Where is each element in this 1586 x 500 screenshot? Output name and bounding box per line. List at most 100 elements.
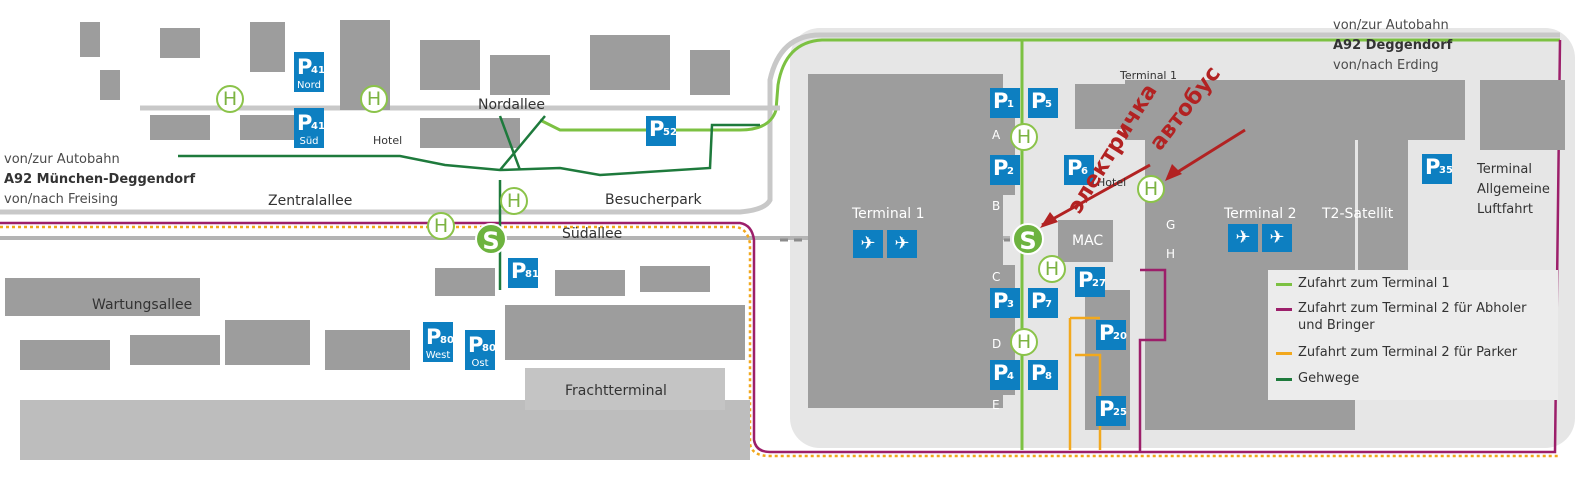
- building-wartung-5: [325, 330, 410, 370]
- parking-letter: P: [1099, 397, 1115, 421]
- building-north-2: [100, 70, 120, 100]
- parking-number: 2: [1007, 166, 1014, 177]
- parking-letter: P: [1031, 289, 1047, 313]
- bus-stop-icon: H: [1010, 328, 1038, 356]
- building-zentral-1: [150, 115, 210, 140]
- parking-letter: P: [1099, 321, 1115, 345]
- hotel-north-label: Hotel: [373, 134, 403, 147]
- terminal2-main-hall: [1125, 80, 1465, 140]
- legend-swatch-terminal1: [1276, 283, 1292, 286]
- autobahn-right-label-1: von/zur Autobahn: [1333, 18, 1449, 33]
- parking-letter: P: [993, 89, 1009, 113]
- legend-item-terminal2-parker: Zufahrt zum Terminal 2 für Parker: [1298, 345, 1518, 360]
- walkway-north: [178, 123, 760, 177]
- terminal-allgemeine-building: [1480, 80, 1565, 150]
- parking-letter: P: [297, 111, 313, 135]
- access-road-terminal1: [539, 38, 1560, 132]
- dropoff-terminal2-branch: [1138, 268, 1167, 452]
- nordallee-label: Nordallee: [478, 97, 546, 113]
- parking-p80-west: P 80 West: [423, 322, 454, 362]
- building-north-4: [250, 22, 285, 72]
- mac-building: [1058, 220, 1113, 262]
- bus-stop-icon: H: [500, 187, 528, 215]
- concourse-g: G: [1166, 218, 1176, 232]
- parking-number: 41: [311, 65, 325, 76]
- map-legend: Zufahrt zum Terminal 1 Zufahrt zum Termi…: [1268, 270, 1558, 400]
- building-north-3: [160, 28, 200, 58]
- terminal2-label: Terminal 2: [1224, 206, 1297, 222]
- legend-swatch-walkways: [1276, 378, 1292, 381]
- dropoff-route-terminal2: [0, 39, 1562, 454]
- terminal-allgemeine-label-2: Allgemeine: [1477, 182, 1550, 197]
- mac-label: MAC: [1072, 233, 1104, 249]
- parking-p3: P 3: [990, 288, 1020, 318]
- zentralallee-label: Zentralallee: [268, 193, 353, 209]
- wartungsallee-label: Wartungsallee: [92, 297, 193, 313]
- parking-letter: P: [1031, 89, 1047, 113]
- sbahn-icon: S: [1012, 223, 1044, 255]
- bus-stop-icon: H: [360, 85, 388, 113]
- parking-number: 6: [1081, 166, 1088, 177]
- concourse-e: E: [992, 398, 1000, 412]
- parking-p7: P 7: [1028, 288, 1058, 318]
- concourse-b: B: [992, 199, 1001, 213]
- legend-swatch-terminal2-dropoff: [1276, 308, 1292, 311]
- parking-sub: Süd: [299, 136, 319, 147]
- parking-letter: P: [993, 156, 1009, 180]
- parking-p81: P 81: [508, 258, 539, 288]
- autobahn-right-label-3: von/nach Erding: [1333, 58, 1439, 73]
- terminal-ring-road: [0, 32, 1560, 215]
- parking-number: 80: [440, 335, 454, 346]
- parking-p5: P 5: [1028, 88, 1058, 118]
- building-wartung-2: [20, 340, 110, 370]
- parking-number: 81: [525, 269, 539, 280]
- parking-letter: P: [468, 333, 484, 357]
- building-south-road-3: [640, 266, 710, 292]
- parking-letter: P: [297, 55, 313, 79]
- parking-p27: P 27: [1075, 267, 1106, 297]
- parking-number: 3: [1007, 299, 1014, 310]
- terminal-allgemeine-label-3: Luftfahrt: [1477, 202, 1533, 217]
- parking-number: 80: [482, 343, 496, 354]
- building-north-1: [80, 22, 100, 57]
- autobahn-left-label-2: A92 München-Deggendorf: [4, 172, 195, 187]
- parking-sub: Ost: [471, 358, 489, 369]
- parking-number: 1: [1007, 99, 1014, 110]
- bus-stop-icon: H: [427, 212, 455, 240]
- parker-route-terminal2: [0, 225, 1560, 458]
- building-north-9: [690, 50, 730, 95]
- parking-number: 27: [1092, 278, 1106, 289]
- building-fracht-2: [505, 305, 745, 360]
- concourse-a: A: [992, 128, 1001, 142]
- parking-p2: P 2: [990, 155, 1020, 185]
- concourse-c: C: [992, 270, 1001, 284]
- frachtterminal-label: Frachtterminal: [565, 383, 667, 399]
- legend-item-terminal2-dropoff-1: Zufahrt zum Terminal 2 für Abholer: [1298, 301, 1527, 316]
- autobahn-left-name: A92 München-Deggendorf: [4, 172, 196, 187]
- legend-item-terminal1: Zufahrt zum Terminal 1: [1298, 276, 1450, 291]
- hotel-center-label: Hotel: [1097, 176, 1127, 189]
- parking-p1: P 1: [990, 88, 1020, 118]
- parking-letter: P: [1078, 268, 1094, 292]
- frachtterminal-building: [525, 368, 725, 410]
- arrow-bus: [1167, 128, 1246, 180]
- hotel-center-building: [1075, 84, 1135, 129]
- parking-number: 20: [1113, 331, 1127, 342]
- autobahn-right-label-2: A92 Deggendorf: [1333, 38, 1452, 53]
- parking-letter: P: [426, 325, 442, 349]
- legend-item-walkways: Gehwege: [1298, 371, 1360, 386]
- terminal-allgemeine-label-1: Terminal: [1477, 162, 1532, 177]
- t2-satellit-label: T2-Satellit: [1322, 206, 1394, 222]
- building-south-road-2: [555, 270, 625, 296]
- suedallee-label: Südallee: [562, 226, 623, 242]
- concourse-d: D: [992, 337, 1002, 351]
- parking-p20: P 20: [1096, 320, 1127, 350]
- legend-swatch-terminal2-parker: [1276, 352, 1292, 355]
- building-north-8: [590, 35, 670, 90]
- parking-p41-sued: P 41 Süd: [294, 108, 325, 148]
- building-wartung-1: [5, 278, 200, 316]
- sbahn-icon: S: [475, 223, 507, 255]
- bus-stop-icon: H: [216, 85, 244, 113]
- parking-letter: P: [511, 259, 527, 283]
